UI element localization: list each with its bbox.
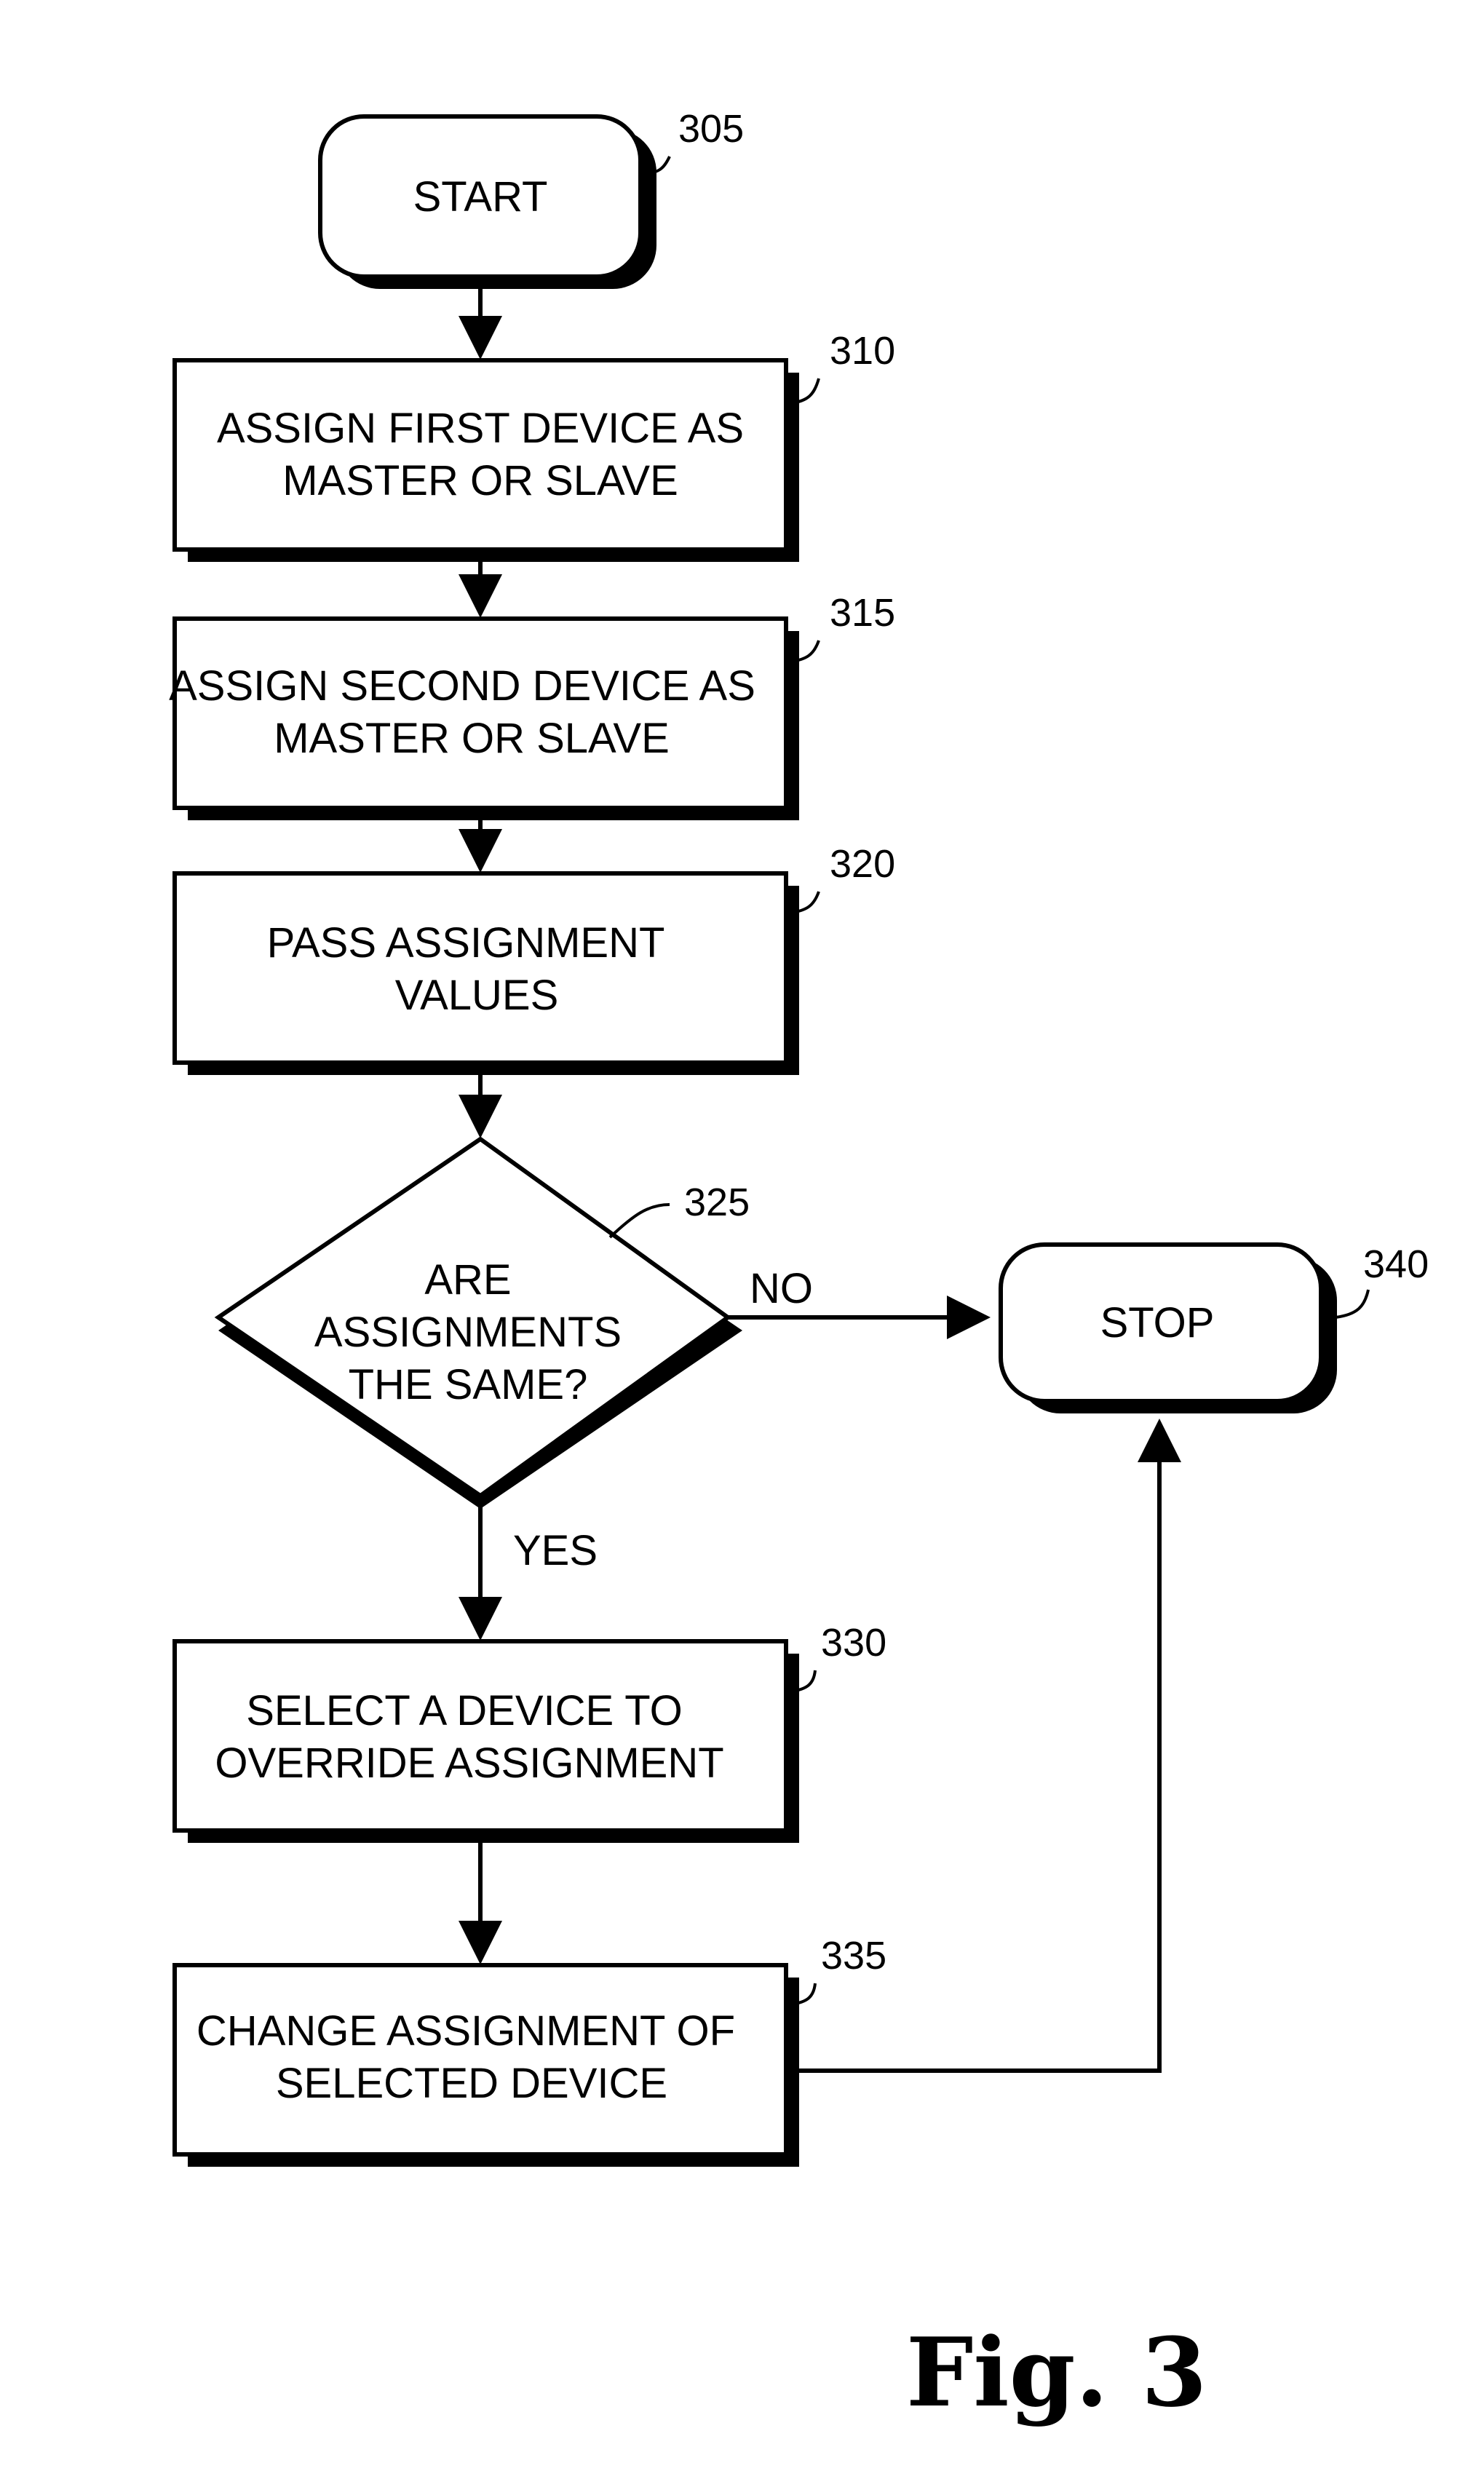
stop-terminal: STOP bbox=[1001, 1245, 1337, 1413]
pass-values-line-1: PASS ASSIGNMENT bbox=[267, 919, 665, 967]
ref-310-callout: 310 bbox=[786, 329, 895, 404]
assign-second-line-1: ASSIGN SECOND DEVICE AS bbox=[169, 662, 755, 710]
assign-second-line-2: MASTER OR SLAVE bbox=[274, 715, 670, 762]
ref-305-callout: 305 bbox=[640, 107, 744, 175]
ref-340-callout: 340 bbox=[1336, 1242, 1429, 1317]
ref-325: 325 bbox=[684, 1181, 750, 1224]
change-assignment-line-2: SELECTED DEVICE bbox=[276, 2060, 667, 2107]
select-device-line-1: SELECT A DEVICE TO bbox=[246, 1687, 683, 1734]
start-label: START bbox=[413, 173, 548, 221]
decision-line-3: THE SAME? bbox=[349, 1361, 588, 1408]
edge-label-no: NO bbox=[750, 1265, 813, 1312]
select-device-line-2: OVERRIDE ASSIGNMENT bbox=[215, 1740, 723, 1787]
pass-values-line-2: VALUES bbox=[395, 972, 559, 1019]
ref-325-callout: 325 bbox=[610, 1181, 750, 1237]
change-assignment-process: CHANGE ASSIGNMENT OF SELECTED DEVICE bbox=[175, 1965, 799, 2167]
decision-line-1: ARE bbox=[424, 1256, 511, 1304]
assign-second-process: ASSIGN SECOND DEVICE AS MASTER OR SLAVE bbox=[169, 619, 799, 820]
ref-315-callout: 315 bbox=[786, 591, 895, 662]
ref-310: 310 bbox=[830, 329, 895, 373]
ref-305: 305 bbox=[678, 107, 744, 151]
ref-335: 335 bbox=[821, 1934, 886, 1978]
ref-330-callout: 330 bbox=[786, 1621, 886, 1692]
stop-label: STOP bbox=[1100, 1299, 1215, 1346]
figure-label: Fig. 3 bbox=[906, 2317, 1207, 2428]
ref-340: 340 bbox=[1363, 1242, 1429, 1286]
ref-320: 320 bbox=[830, 842, 895, 886]
assign-first-line-2: MASTER OR SLAVE bbox=[282, 457, 678, 504]
ref-335-callout: 335 bbox=[786, 1934, 886, 2005]
pass-values-process: PASS ASSIGNMENT VALUES bbox=[175, 873, 799, 1075]
assign-first-line-1: ASSIGN FIRST DEVICE AS bbox=[217, 405, 744, 452]
assign-first-process: ASSIGN FIRST DEVICE AS MASTER OR SLAVE bbox=[175, 360, 799, 562]
decision-diamond: ARE ASSIGNMENTS THE SAME? bbox=[218, 1139, 742, 1509]
edge-label-yes: YES bbox=[513, 1527, 598, 1574]
ref-320-callout: 320 bbox=[786, 842, 895, 913]
decision-line-2: ASSIGNMENTS bbox=[314, 1309, 622, 1356]
ref-315: 315 bbox=[830, 591, 895, 635]
select-device-process: SELECT A DEVICE TO OVERRIDE ASSIGNMENT bbox=[175, 1641, 799, 1843]
change-assignment-line-1: CHANGE ASSIGNMENT OF bbox=[197, 2007, 735, 2055]
start-terminal: START bbox=[320, 116, 656, 289]
ref-330: 330 bbox=[821, 1621, 886, 1665]
